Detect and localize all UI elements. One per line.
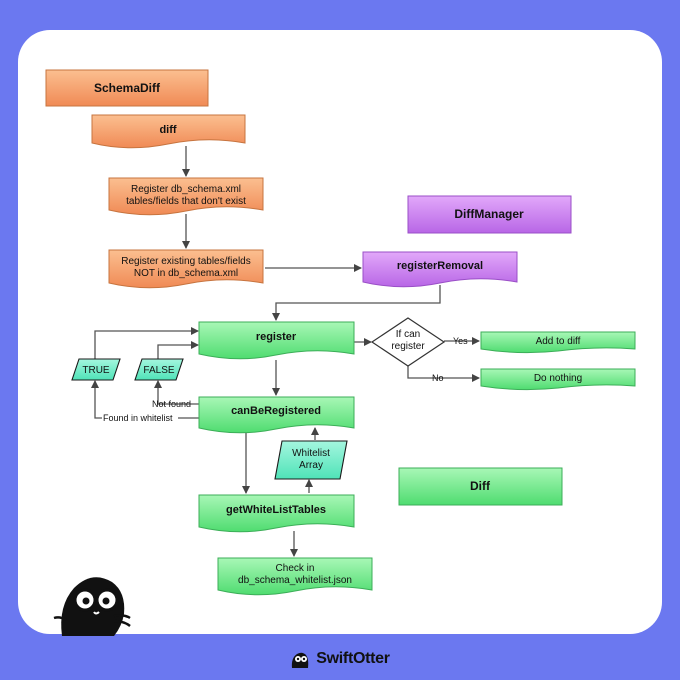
svg-text:DiffManager: DiffManager — [454, 207, 524, 221]
brand-name: SwiftOtter — [316, 650, 390, 667]
svg-text:Array: Array — [299, 460, 323, 471]
node-can-be-registered: canBeRegistered — [198, 396, 355, 434]
svg-text:If can: If can — [396, 329, 420, 340]
node-schema-diff: SchemaDiff — [45, 69, 209, 107]
label-no: No — [432, 373, 444, 383]
node-add-to-diff: Add to diff — [480, 331, 636, 354]
svg-text:Register db_schema.xml: Register db_schema.xml — [131, 184, 241, 195]
node-diff-manager: DiffManager — [407, 195, 572, 234]
svg-text:getWhiteListTables: getWhiteListTables — [226, 504, 326, 516]
node-whitelist-array: Whitelist Array — [274, 440, 348, 480]
node-if-can-register: If can register — [370, 317, 446, 367]
node-check-in: Check in db_schema_whitelist.json — [217, 557, 373, 596]
otter-mascot-icon — [53, 577, 131, 636]
svg-text:Check in: Check in — [276, 563, 315, 574]
svg-text:diff: diff — [159, 124, 176, 136]
swiftotter-logo-icon — [292, 652, 309, 668]
svg-text:Register existing tables/field: Register existing tables/fields — [121, 256, 251, 267]
label-found-in-whitelist: Found in whitelist — [103, 413, 173, 423]
label-yes: Yes — [453, 336, 468, 346]
node-diff-box: Diff — [398, 467, 563, 506]
svg-text:FALSE: FALSE — [143, 365, 174, 376]
svg-text:Add to diff: Add to diff — [536, 336, 581, 347]
node-true: TRUE — [71, 358, 121, 381]
svg-text:register: register — [256, 331, 297, 343]
label-not-found: Not found — [152, 399, 191, 409]
svg-text:Do nothing: Do nothing — [534, 373, 582, 384]
svg-text:db_schema_whitelist.json: db_schema_whitelist.json — [238, 575, 352, 586]
node-register-db-schema: Register db_schema.xml tables/fields tha… — [108, 177, 264, 216]
svg-text:registerRemoval: registerRemoval — [397, 260, 483, 272]
node-get-whitelist-tables: getWhiteListTables — [198, 494, 355, 533]
node-register: register — [198, 321, 355, 360]
edge-true-loop — [94, 327, 199, 359]
node-diff: diff — [91, 114, 246, 149]
svg-text:NOT in db_schema.xml: NOT in db_schema.xml — [134, 268, 238, 279]
node-do-nothing: Do nothing — [480, 368, 636, 391]
svg-text:SchemaDiff: SchemaDiff — [94, 81, 161, 95]
footer-brand: SwiftOtter — [0, 646, 680, 672]
svg-text:tables/fields that don't exist: tables/fields that don't exist — [126, 196, 246, 207]
svg-text:register: register — [391, 341, 425, 352]
node-false: FALSE — [134, 358, 184, 381]
svg-text:Whitelist: Whitelist — [292, 448, 330, 459]
edge-false-loop — [157, 341, 199, 359]
svg-text:Diff: Diff — [470, 479, 491, 493]
svg-text:canBeRegistered: canBeRegistered — [231, 405, 321, 417]
edge-decision-no — [407, 366, 480, 382]
node-register-removal: registerRemoval — [362, 251, 518, 288]
edge-not-found — [154, 380, 200, 405]
node-register-existing: Register existing tables/fields NOT in d… — [108, 249, 264, 289]
edge-removal-to-register — [272, 285, 441, 321]
svg-text:TRUE: TRUE — [82, 365, 110, 376]
